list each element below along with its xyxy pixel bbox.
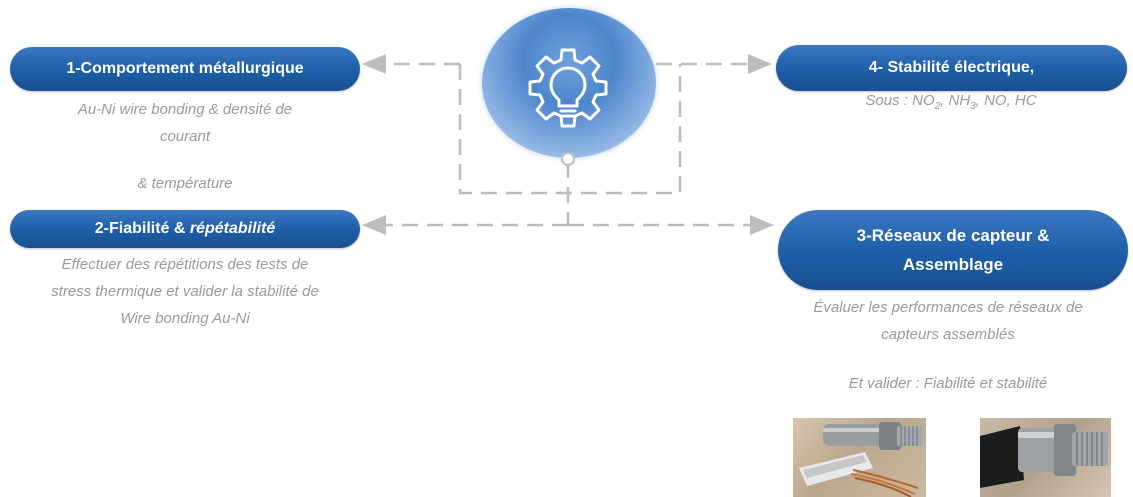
gear-lightbulb-icon	[528, 48, 608, 128]
sensor-housing-photo	[980, 418, 1111, 497]
node-4-description: Évaluer les performances de réseaux de c…	[770, 294, 1126, 397]
node-3-desc-no2-sub: 2	[934, 101, 941, 112]
node-3-desc-no2: NO	[912, 92, 935, 109]
node-4-label-line-1: 3-Réseaux de capteur &	[856, 226, 1050, 245]
node-1-desc-line-2: courant	[159, 128, 211, 145]
node-3-label-comma: ,	[1029, 59, 1035, 76]
node-4-label-line-2: Assemblage	[902, 255, 1004, 274]
node-2-desc-line-3: Wire bonding Au-Ni	[120, 310, 250, 327]
node-3-pill: 4- Stabilité électrique,	[776, 45, 1127, 91]
node-2-desc-line-2: stress thermique et valider la stabilité…	[51, 283, 319, 300]
node-4-desc-line-3: Et valider : Fiabilité et stabilité	[848, 375, 1048, 392]
node-2-desc-line-1: Effectuer des répétitions des tests de	[61, 256, 309, 273]
node-1-description: Au-Ni wire bonding & densité de courant …	[30, 96, 340, 197]
node-2-label: 2-Fiabilité &	[94, 220, 190, 237]
connector-loop	[458, 64, 682, 195]
arrowhead-node-4	[750, 215, 774, 235]
node-3-label: 4- Stabilité électrique	[868, 59, 1030, 76]
node-2-pill: 2-Fiabilité & répétabilité	[10, 210, 360, 248]
hub-connector-dot	[561, 152, 575, 166]
node-1-desc-line-1: Au-Ni wire bonding & densité de	[77, 101, 293, 118]
node-4-desc-line-2: capteurs assemblés	[881, 326, 1015, 343]
node-1-label: 1-Comportement métallurgique	[66, 60, 304, 77]
arrowhead-node-3	[748, 54, 772, 74]
node-3-desc-nh3: NH	[948, 92, 971, 109]
node-4-desc-line-1: Évaluer les performances de réseaux de	[813, 299, 1083, 316]
node-3-desc-sep: ,	[940, 92, 949, 109]
node-3-desc-prefix: Sous :	[865, 92, 913, 109]
node-1-desc-line-3: & température	[137, 175, 233, 192]
node-3-description: Sous : NO2, NH3, NO, HC	[796, 87, 1106, 120]
node-4-pill: 3-Réseaux de capteur & Assemblage	[778, 210, 1128, 290]
arrowhead-node-2	[362, 215, 386, 235]
node-1-pill: 1-Comportement métallurgique	[10, 47, 360, 91]
arrowhead-node-1	[362, 54, 386, 74]
node-2-label-emphasis: répétabilité	[189, 220, 276, 237]
central-hub-circle	[482, 8, 656, 158]
node-3-desc-nh3-sub: 3	[970, 101, 976, 112]
node-2-description: Effectuer des répétitions des tests de s…	[5, 251, 365, 332]
sensor-assembly-photo	[793, 418, 926, 497]
node-3-desc-rest: , NO, HC	[975, 92, 1037, 109]
